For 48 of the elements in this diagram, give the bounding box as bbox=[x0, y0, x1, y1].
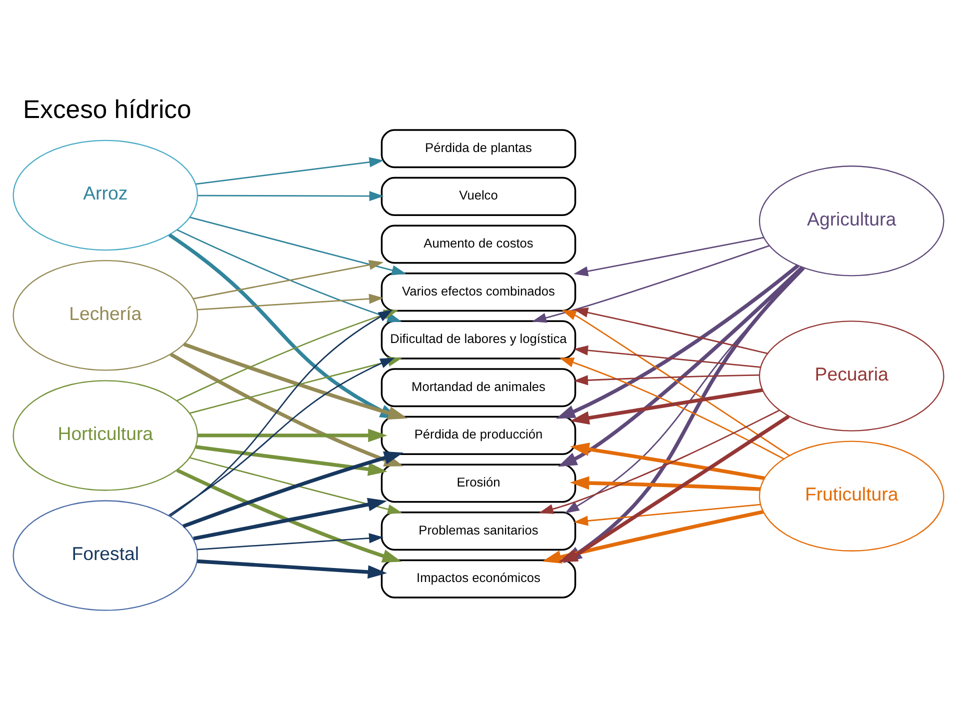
node-ellipse: Horticultura bbox=[12, 380, 198, 490]
arrow bbox=[574, 236, 764, 276]
node-box: Pérdida de plantas bbox=[380, 128, 576, 168]
arrow bbox=[196, 444, 388, 476]
arrow bbox=[198, 428, 388, 442]
node-ellipse: Lechería bbox=[12, 259, 198, 370]
arrow bbox=[197, 558, 388, 578]
arrow bbox=[190, 216, 406, 275]
arrow bbox=[176, 468, 402, 562]
node-box: Mortandad de animales bbox=[380, 368, 576, 407]
arrow bbox=[532, 244, 770, 322]
arrow bbox=[190, 456, 402, 514]
node-ellipse: Fruticultura bbox=[758, 440, 944, 551]
arrow bbox=[570, 388, 763, 424]
node-ellipse: Forestal bbox=[12, 500, 198, 610]
arrow bbox=[193, 259, 384, 299]
arrow bbox=[198, 190, 384, 201]
arrow bbox=[556, 264, 800, 418]
node-box: Vuelco bbox=[380, 176, 576, 216]
arrow bbox=[559, 357, 784, 460]
arrow bbox=[176, 228, 402, 322]
arrow bbox=[574, 374, 760, 385]
arrow bbox=[196, 156, 384, 184]
node-ellipse: Pecuaria bbox=[758, 320, 944, 431]
arrow bbox=[538, 409, 780, 514]
arrow bbox=[574, 503, 760, 526]
arrow bbox=[193, 497, 388, 540]
node-ellipse: Agricultura bbox=[758, 165, 944, 276]
arrow bbox=[197, 293, 384, 310]
arrow bbox=[562, 309, 790, 456]
node-box: Dificultad de labores y logística bbox=[380, 320, 576, 359]
node-box: Aumento de costos bbox=[380, 224, 576, 264]
node-box: Problemas sanitarios bbox=[380, 511, 576, 550]
node-box: Pérdida de producción bbox=[380, 415, 576, 454]
arrow bbox=[170, 309, 393, 516]
arrow bbox=[570, 442, 765, 480]
arrow bbox=[574, 307, 768, 354]
arrow bbox=[558, 266, 804, 466]
arrow bbox=[564, 267, 806, 513]
arrow bbox=[197, 532, 384, 550]
node-box: Varios efectos combinados bbox=[380, 272, 576, 312]
arrow bbox=[168, 357, 395, 516]
arrow bbox=[574, 344, 761, 368]
node-ellipse: Arroz bbox=[12, 139, 198, 250]
diagram-title: Exceso hídrico bbox=[23, 95, 192, 124]
node-box: Erosión bbox=[380, 463, 576, 502]
arrow bbox=[570, 476, 760, 490]
node-box: Impactos económicos bbox=[380, 558, 576, 598]
